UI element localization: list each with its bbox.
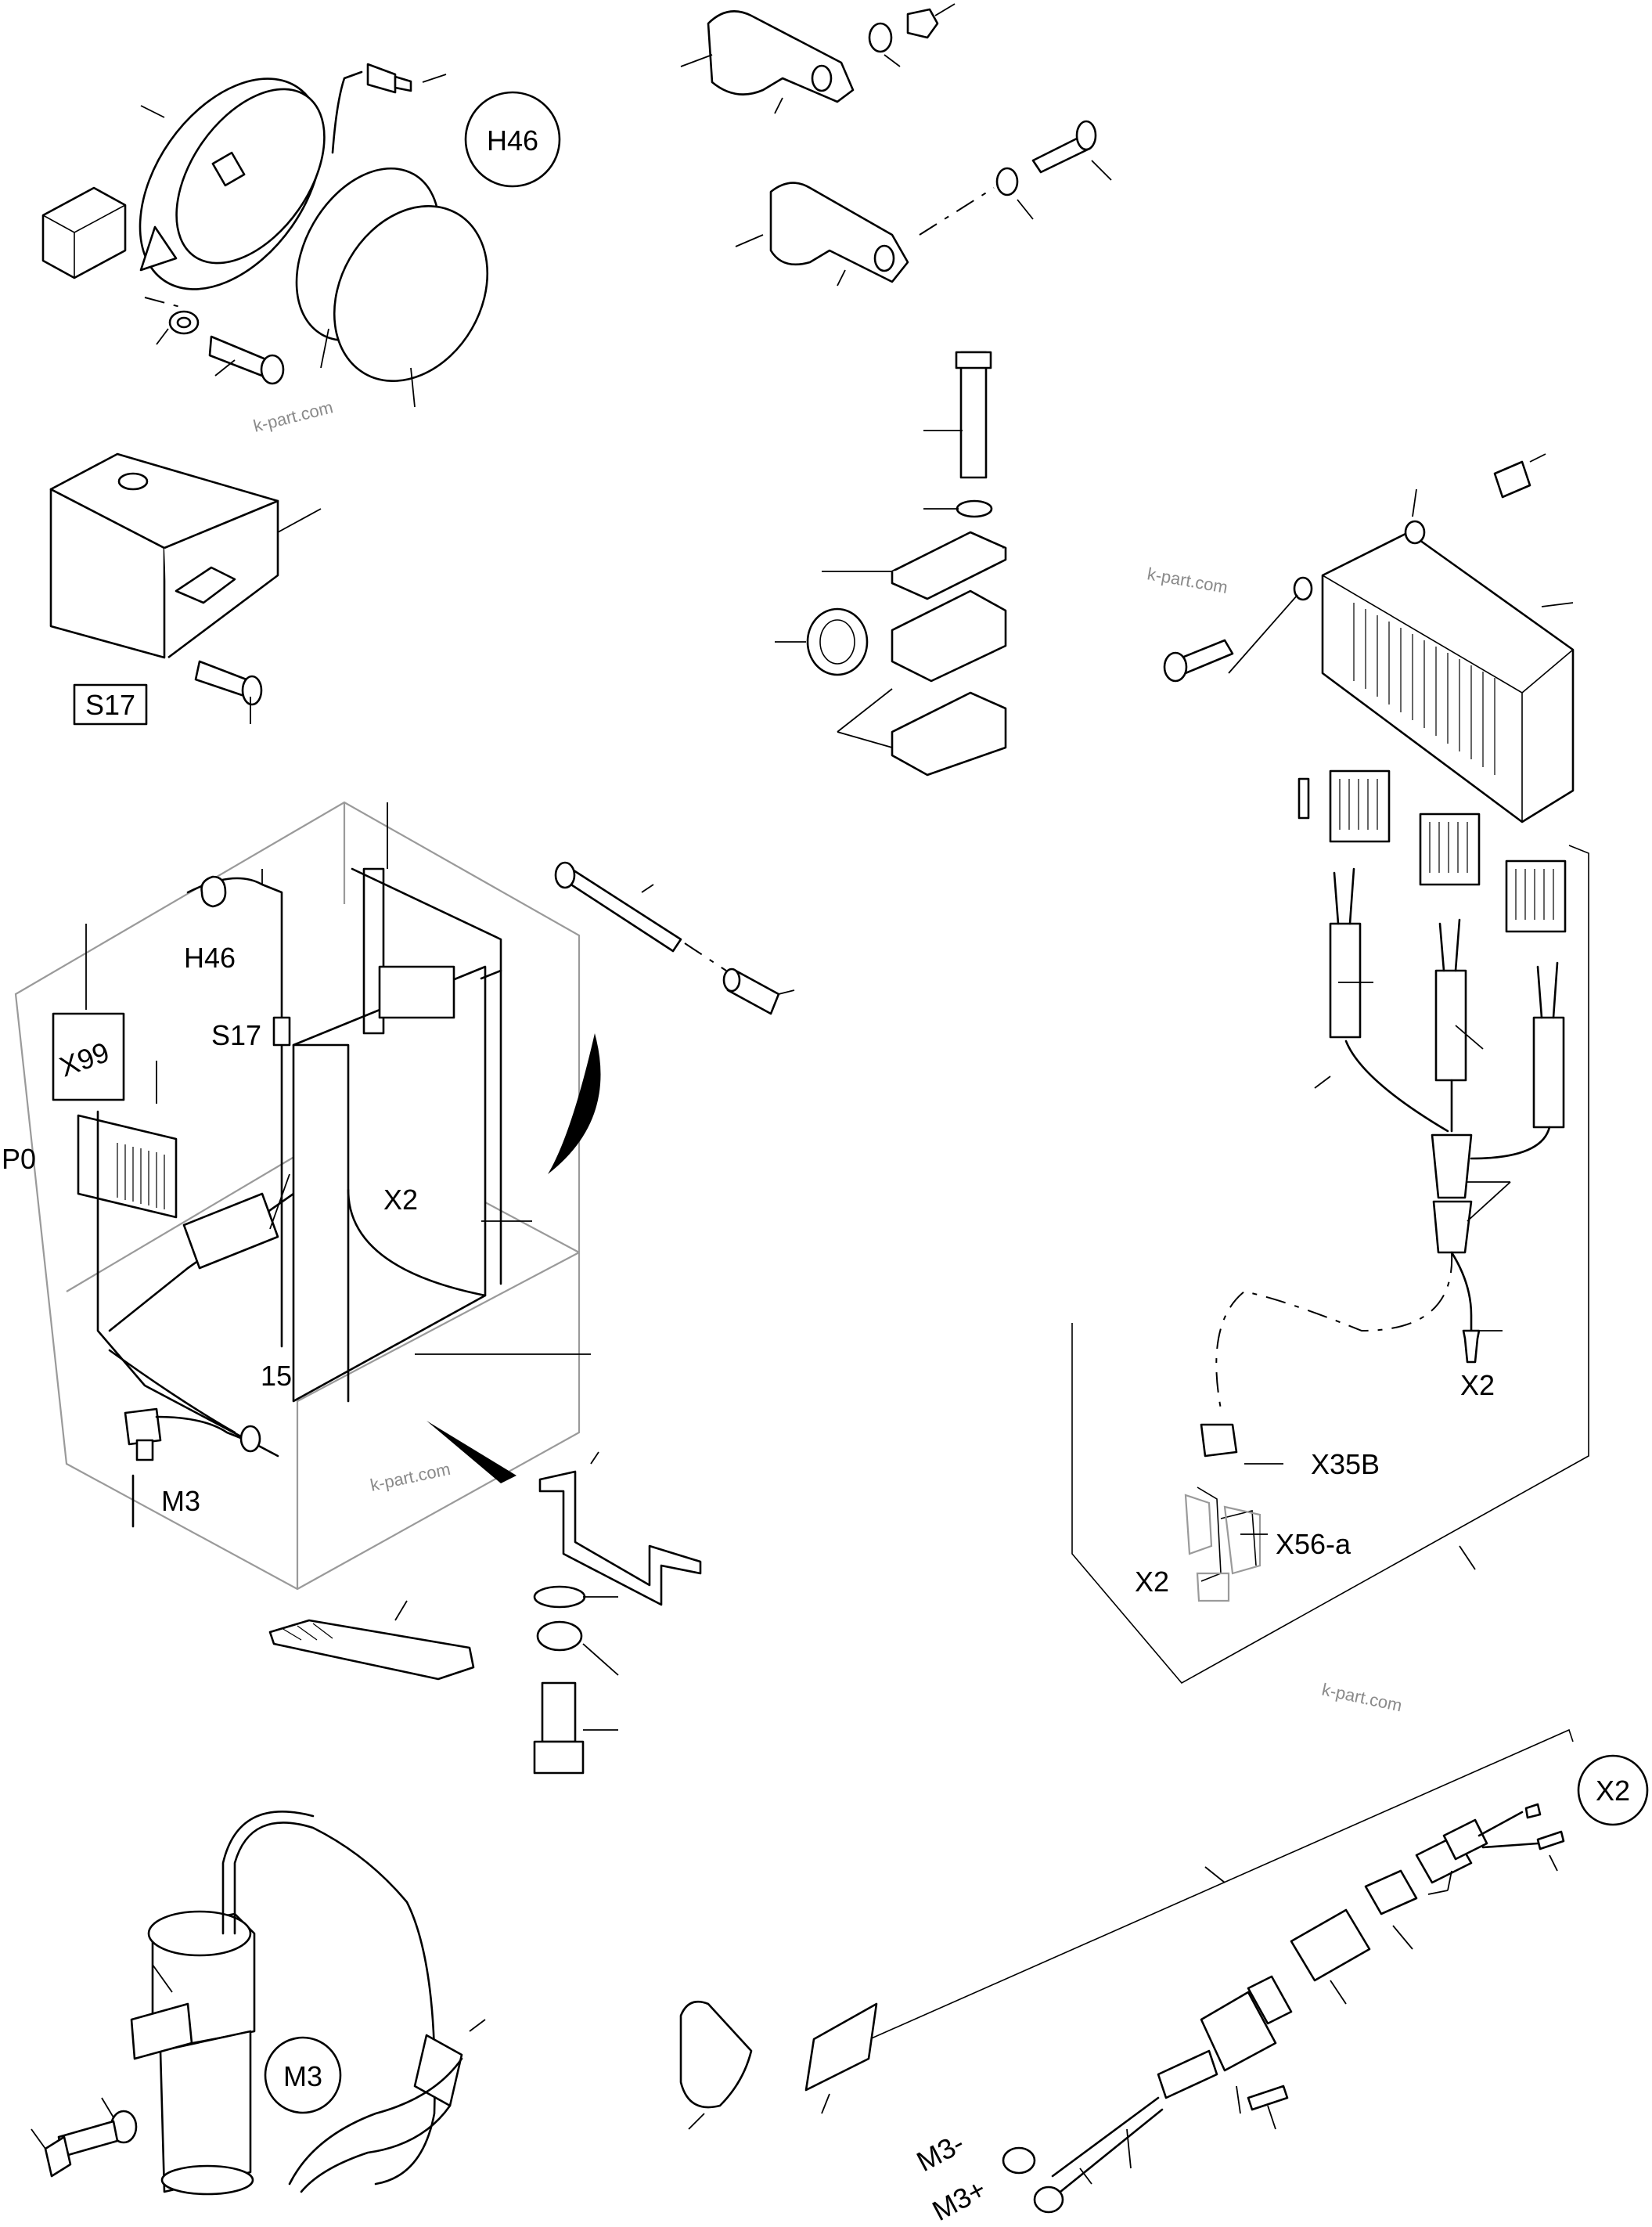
label-x56a: X56-a xyxy=(1276,1528,1351,1560)
watermark: k-part.com xyxy=(369,1459,452,1495)
label-m3-minus: M3- xyxy=(912,2127,970,2178)
ecu-module xyxy=(1071,453,1589,1685)
label-p0: P0 xyxy=(2,1143,36,1175)
mounting-bracket xyxy=(268,1451,702,1775)
switch-s17-housing xyxy=(49,452,322,726)
block-clamp xyxy=(775,351,1007,777)
label-x35b: X35B xyxy=(1311,1448,1380,1480)
label-s17-box: S17 xyxy=(85,689,135,721)
label-h46-circle: H46 xyxy=(487,124,538,157)
pump-m3 xyxy=(31,1811,486,2196)
clamp-parts xyxy=(680,3,1112,286)
ecu-heatsink-fins xyxy=(1353,603,1495,775)
label-x2-box: X2 xyxy=(383,1184,418,1216)
label-m3-circle: M3 xyxy=(283,2060,322,2092)
label-x2-circle: X2 xyxy=(1596,1775,1630,1807)
label-x2-right: X2 xyxy=(1460,1369,1495,1401)
main-cabinet xyxy=(14,801,601,1591)
horn-assembly xyxy=(41,63,561,408)
label-h46: H46 xyxy=(184,942,236,974)
watermark: k-part.com xyxy=(251,397,335,435)
label-m3-plus: M3+ xyxy=(927,2173,992,2227)
label-m3: M3 xyxy=(161,1485,200,1517)
watermark: k-part.com xyxy=(1146,564,1229,597)
label-15: 15 xyxy=(261,1360,292,1392)
watermark: k-part.com xyxy=(1320,1679,1404,1715)
label-s17: S17 xyxy=(211,1019,261,1051)
label-x2-conn: X2 xyxy=(1135,1566,1169,1598)
connector-kit xyxy=(679,1728,1649,2214)
long-bolt-and-spacer xyxy=(554,861,795,1015)
